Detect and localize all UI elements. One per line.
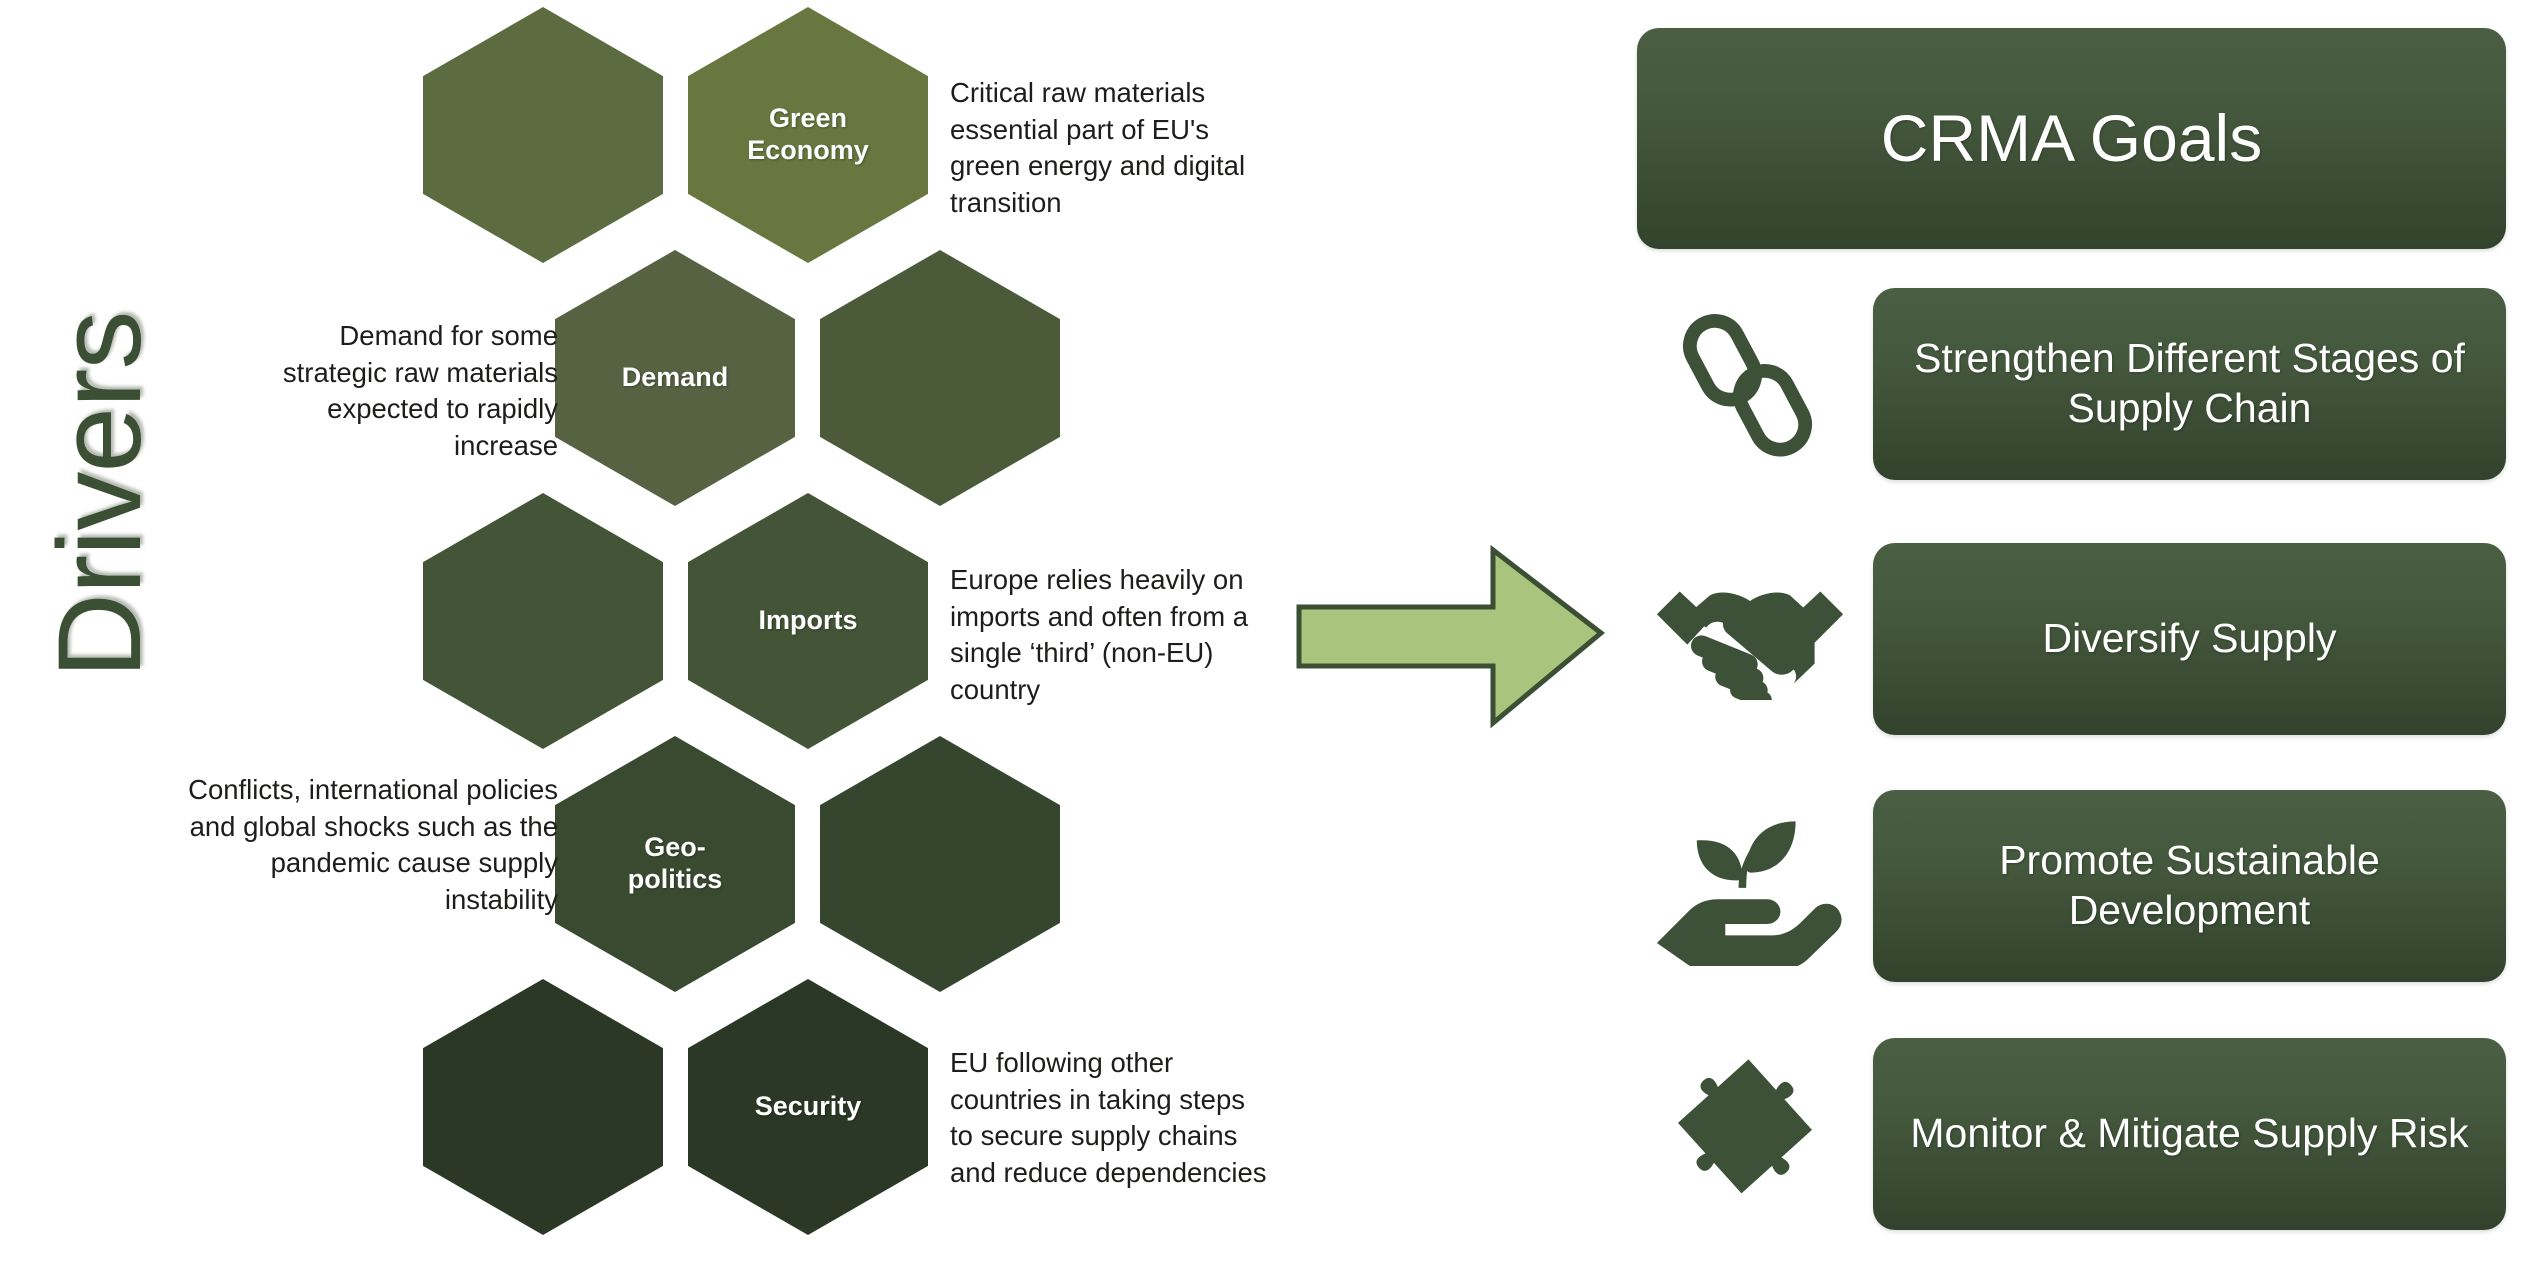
hexagon-blank-row5-col1 [423, 979, 663, 1235]
hexagon-label-imports: Imports [758, 605, 858, 636]
hexagon-geopolitics[interactable]: Geo- politics [555, 736, 795, 992]
hexagon-security[interactable]: Security [688, 979, 928, 1235]
hexagon-label-geopolitics: Geo- politics [614, 832, 737, 896]
hexagon-label-green-economy: Green Economy [733, 103, 883, 167]
hexagon-demand[interactable]: Demand [555, 250, 795, 506]
chain-link-icon [1650, 284, 1850, 484]
geopolitics-line1: Geo- [644, 832, 706, 863]
goal-promote-sustainable-development[interactable]: Promote Sustainable Development [1873, 790, 2506, 982]
hexagon-blank-row3-col1 [423, 493, 663, 749]
crma-goals-title: CRMA Goals [1880, 100, 2263, 175]
chain-link-icon-svg [1682, 314, 1813, 457]
note-security: EU following other countries in taking s… [950, 1047, 1267, 1188]
goal-label: Strengthen Different Stages of Supply Ch… [1914, 335, 2465, 431]
note-green-economy: Critical raw materials essential part of… [950, 77, 1246, 218]
crma-goals-header: CRMA Goals [1637, 28, 2506, 249]
note-imports: Europe relies heavily on imports and oft… [950, 564, 1249, 705]
puzzle-piece-icon [1650, 1032, 1850, 1232]
note-demand: Demand for some strategic raw materials … [282, 320, 558, 461]
drivers-section-title: Drivers [34, 311, 166, 679]
hand-plant-icon-svg [1656, 821, 1842, 966]
hexagon-imports[interactable]: Imports [688, 493, 928, 749]
goal-strengthen-supply-chain[interactable]: Strengthen Different Stages of Supply Ch… [1873, 288, 2506, 480]
note-geopolitics: Conflicts, international policies and gl… [188, 774, 558, 915]
goal-monitor-mitigate-supply-risk[interactable]: Monitor & Mitigate Supply Risk [1873, 1038, 2506, 1230]
flow-arrow [1295, 525, 1605, 740]
goal-label: Monitor & Mitigate Supply Risk [1910, 1110, 2469, 1157]
puzzle-piece-icon-svg [1677, 1058, 1812, 1193]
goal-diversify-supply[interactable]: Diversify Supply [1873, 543, 2506, 735]
geopolitics-line2: politics [627, 864, 723, 894]
hexagon-green-economy[interactable]: Green Economy [688, 7, 928, 263]
handshake-icon-svg [1656, 591, 1844, 700]
hexagon-blank-row4-col2 [820, 736, 1060, 992]
goal-label: Promote Sustainable Development [1999, 837, 2380, 933]
hand-plant-icon [1650, 785, 1850, 985]
green-economy-line1: Green [768, 103, 848, 134]
right-arrow-icon [1296, 544, 1605, 729]
goal-label: Diversify Supply [2042, 615, 2337, 662]
hexagon-blank-row2-col2 [820, 250, 1060, 506]
hexagon-label-demand: Demand [621, 362, 729, 393]
handshake-icon [1650, 538, 1850, 738]
green-economy-line2: Economy [747, 135, 869, 165]
hexagon-label-security: Security [754, 1091, 862, 1122]
hexagon-blank-row1-col1 [423, 7, 663, 263]
